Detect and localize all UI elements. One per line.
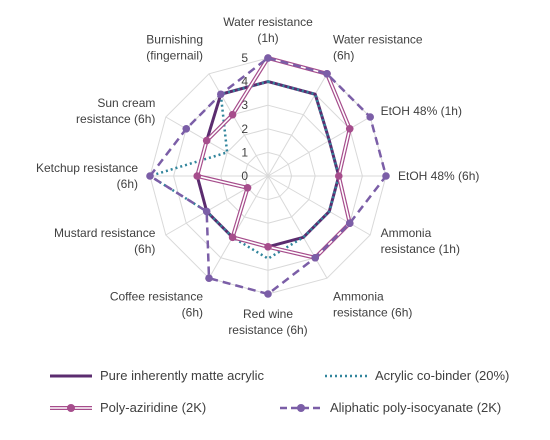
- legend-label: Pure inherently matte acrylic: [100, 368, 265, 383]
- grid-spoke: [267, 175, 371, 236]
- series-3: [146, 54, 390, 298]
- data-point: [323, 70, 331, 78]
- data-point: [228, 110, 237, 119]
- legend-label: Poly-aziridine (2K): [100, 400, 207, 415]
- data-point: [345, 125, 354, 133]
- data-point: [335, 172, 343, 180]
- axis-label: Coffee resistance(6h): [110, 290, 203, 320]
- data-point: [264, 54, 272, 62]
- legend-swatch-dashed-line: [280, 403, 322, 412]
- axis-label: EtOH 48% (6h): [398, 169, 479, 183]
- axis-label: Mustard resistance(6h): [54, 226, 156, 256]
- axis-labels: Water resistance(1h) Water resistance(6h)…: [36, 15, 479, 337]
- data-point: [345, 219, 354, 227]
- radar-grid: [149, 57, 387, 295]
- axis-label: Ketchup resistance(6h): [36, 161, 138, 191]
- radial-tick-label: 0: [241, 169, 248, 183]
- legend-item-acrylic-co-binder[interactable]: Acrylic co-binder (20%): [323, 368, 509, 383]
- legend-swatch-dotted-line: [325, 374, 367, 377]
- data-point: [217, 90, 225, 99]
- axis-label: Burnishing(fingernail): [146, 32, 203, 62]
- data-point: [182, 125, 191, 133]
- data-point: [264, 243, 272, 251]
- radial-tick-labels: 0 1 2 3 4 5: [241, 51, 248, 183]
- grid-spoke: [165, 175, 269, 236]
- data-point: [264, 290, 272, 298]
- legend-label: Acrylic co-binder (20%): [375, 368, 510, 383]
- series-2: [193, 54, 354, 262]
- legend-item-pure-matte-acrylic[interactable]: Pure inherently matte acrylic: [48, 368, 264, 383]
- series-line-inner: [196, 57, 351, 259]
- grid-spoke: [208, 175, 269, 279]
- series-line: [194, 55, 352, 260]
- data-point: [366, 113, 374, 121]
- radial-tick-label: 5: [241, 51, 248, 65]
- grid-spoke: [165, 116, 269, 177]
- legend-item-poly-aziridine[interactable]: Poly-aziridine (2K): [48, 400, 206, 415]
- grid-spoke: [267, 116, 371, 177]
- data-point: [382, 172, 390, 180]
- legend-item-aliphatic-poly-isocyanate[interactable]: Aliphatic poly-isocyanate (2K): [278, 400, 501, 415]
- data-point: [243, 184, 252, 192]
- data-point: [205, 274, 213, 282]
- legend-swatch-solid-line: [50, 374, 92, 377]
- radial-tick-label: 1: [241, 145, 248, 159]
- legend-swatch-double-line: [50, 403, 92, 412]
- grid-spoke: [208, 73, 269, 177]
- grid-spoke: [267, 73, 328, 177]
- radial-tick-label: 4: [241, 75, 248, 89]
- grid-spoke: [267, 175, 328, 279]
- legend-label: Aliphatic poly-isocyanate (2K): [330, 400, 502, 415]
- radial-tick-label: 3: [241, 98, 248, 112]
- data-point: [202, 136, 211, 145]
- data-point: [193, 172, 201, 180]
- axis-label: EtOH 48% (1h): [381, 104, 462, 118]
- data-point: [202, 207, 211, 216]
- data-point: [146, 172, 154, 180]
- axis-label: Water resistance(6h): [333, 32, 423, 62]
- radial-tick-label: 2: [241, 122, 248, 136]
- axis-label: Water resistance(1h): [223, 15, 313, 45]
- data-point: [311, 253, 320, 262]
- legend: Pure inherently matte acrylic Acrylic co…: [0, 360, 550, 440]
- data-point: [228, 233, 237, 242]
- radar-series: [146, 54, 390, 298]
